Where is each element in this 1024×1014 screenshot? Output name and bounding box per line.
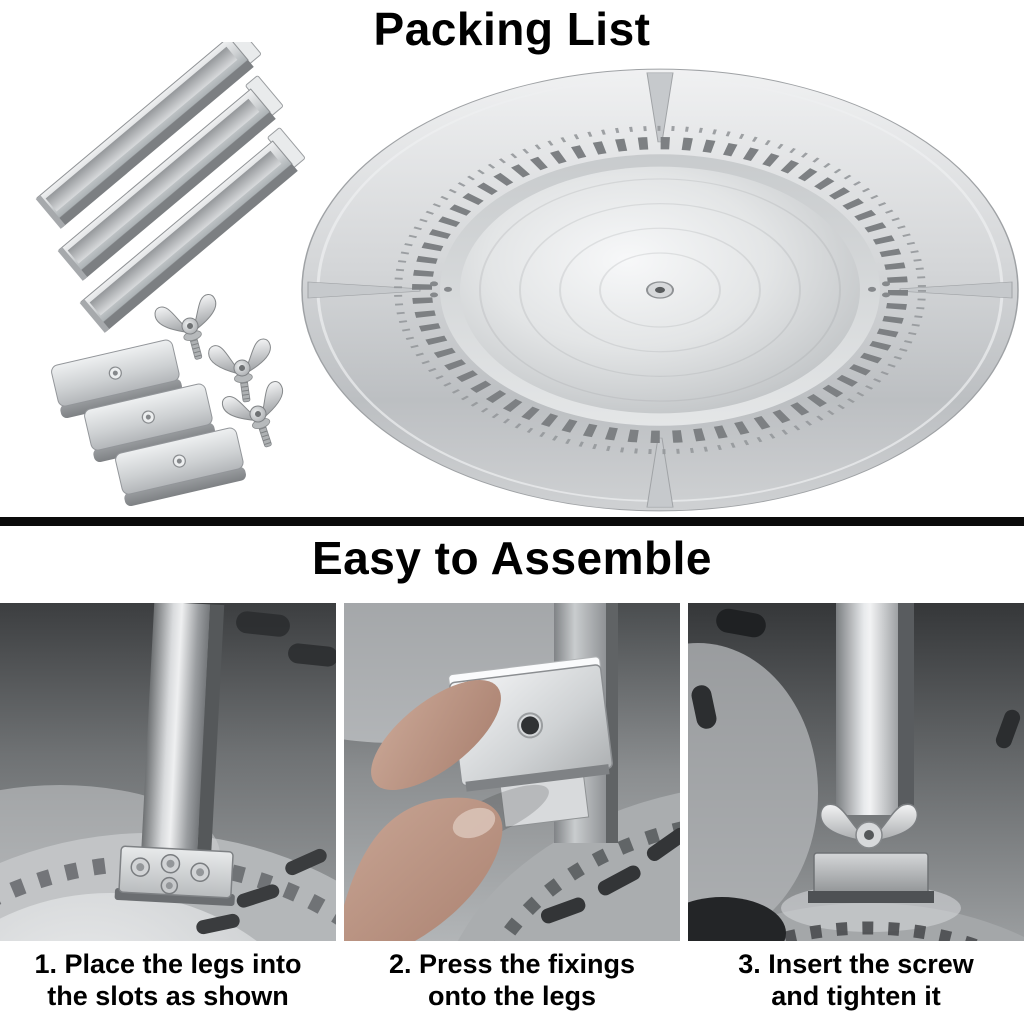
step1-photo-leg-in-slot (0, 603, 336, 941)
base-bracket (114, 845, 235, 906)
assembly-step-3: 3. Insert the screw and tighten it (688, 603, 1024, 1013)
hex-nuts (130, 853, 210, 895)
hand (344, 680, 503, 941)
assemble-title: Easy to Assemble (311, 532, 713, 584)
burner-plate-illustration (301, 68, 1019, 512)
vent-slots (196, 848, 327, 935)
step1-caption: 1. Place the legs into the slots as show… (0, 949, 336, 1013)
step2-photo-hand-pressing-fixing (344, 603, 680, 941)
leg (836, 603, 914, 815)
wing-nut (819, 803, 919, 849)
center-hole (655, 286, 665, 294)
fixing-plates-illustration (49, 338, 248, 508)
step3-caption: 3. Insert the screw and tighten it (688, 949, 1024, 1013)
packing-list-title: Packing List (373, 3, 651, 55)
assembly-steps: 1. Place the legs into the slots as show… (0, 603, 1024, 1013)
vent-holes (236, 611, 336, 667)
fixing-block (448, 656, 613, 828)
vent-slots (540, 827, 680, 924)
step3-photo-wing-nut-tightened (688, 603, 1024, 941)
outer-tick-ring (394, 125, 926, 455)
assembly-step-1: 1. Place the legs into the slots as show… (0, 603, 336, 1013)
vent-slot-ring (412, 136, 908, 444)
step1-caption-line2: the slots as shown (47, 980, 289, 1011)
step2-caption: 2. Press the fixings onto the legs (344, 949, 680, 1013)
step3-caption-line2: and tighten it (771, 980, 941, 1011)
leg (140, 603, 225, 863)
assembly-step-2: 2. Press the fixings onto the legs (344, 603, 680, 1013)
section-divider (0, 517, 1024, 526)
step2-caption-line1: 2. Press the fixings (388, 949, 636, 979)
vent-holes (691, 608, 1021, 749)
step2-caption-line2: onto the legs (428, 980, 596, 1011)
rivet-dots (430, 281, 890, 298)
step1-caption-line1: 1. Place the legs into (34, 949, 302, 979)
rim-creases (307, 72, 1013, 508)
burner-plate (301, 68, 1019, 512)
step3-caption-line1: 3. Insert the screw (738, 949, 974, 979)
slot-band (753, 921, 983, 941)
fixing-block (813, 852, 929, 896)
